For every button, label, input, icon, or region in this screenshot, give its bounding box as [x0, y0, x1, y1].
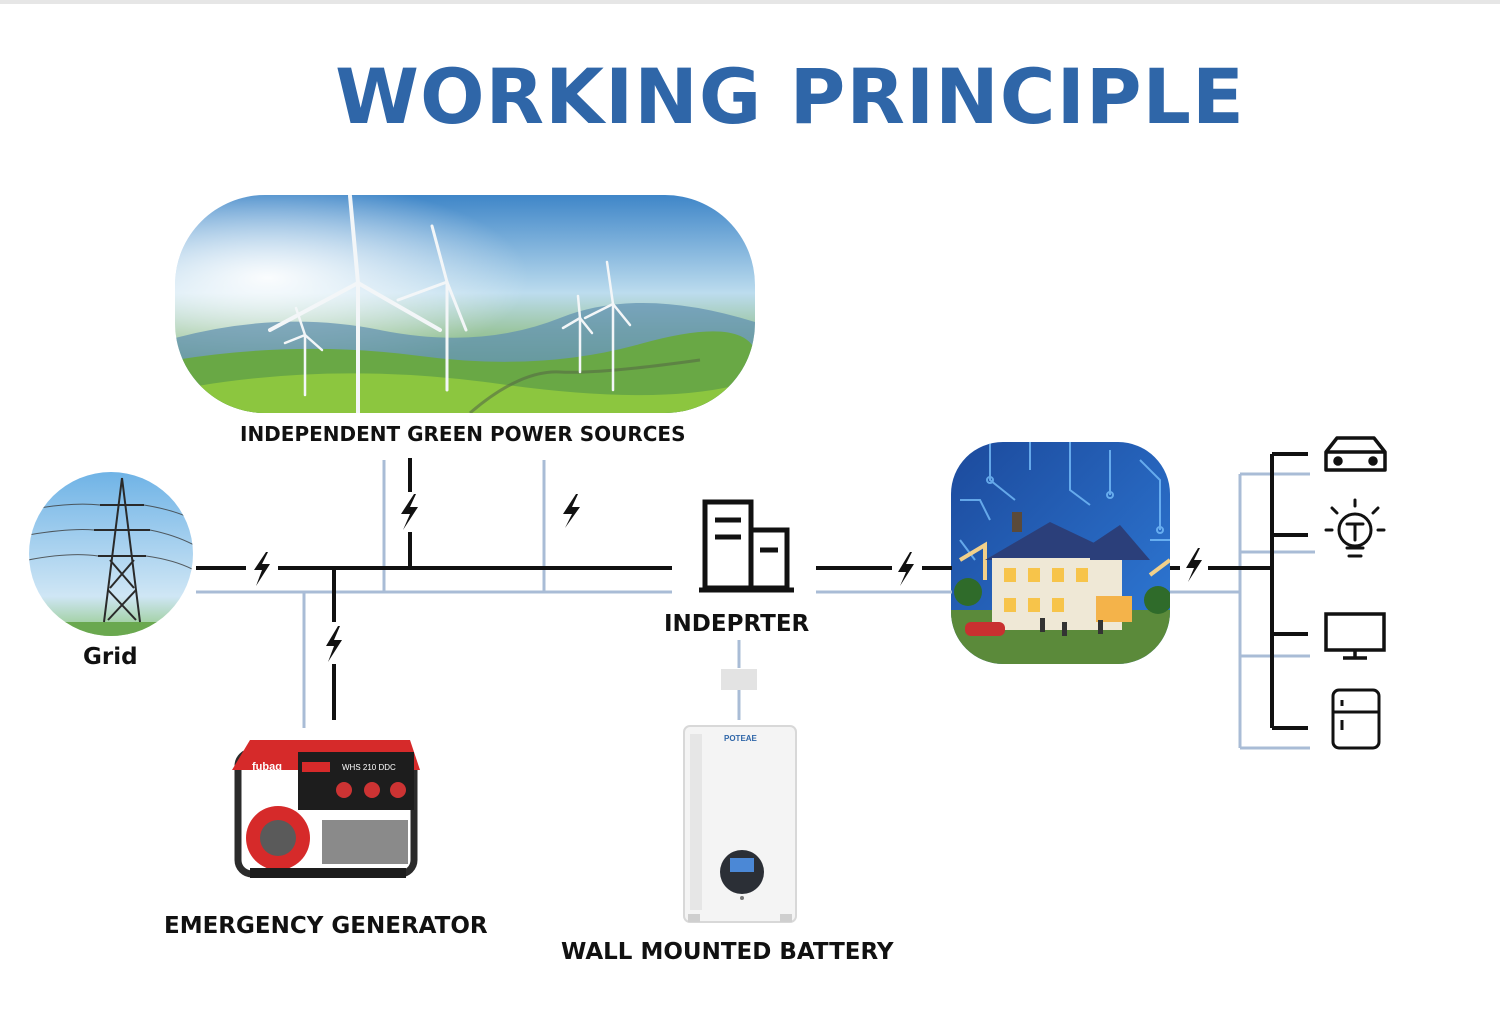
top-divider [0, 0, 1500, 4]
lightning-icon [401, 494, 418, 530]
lightning-icon [563, 494, 580, 528]
lightning-bolts [254, 494, 1202, 662]
smart-house-image [951, 442, 1170, 664]
monitor-icon [1324, 612, 1386, 660]
inverter-label: INDEPRTER [664, 611, 810, 637]
inverter-icon [699, 499, 794, 593]
lightning-icon [898, 552, 914, 586]
fridge-icon [1331, 688, 1381, 750]
generator-brand: fubag [252, 761, 282, 773]
battery-image: POTEAE [683, 725, 797, 923]
power-lines [196, 452, 1308, 730]
lightning-icon [254, 552, 270, 586]
green-power-image [175, 195, 755, 413]
generator-label: EMERGENCY GENERATOR [164, 913, 488, 939]
page-title: WORKING PRINCIPLE [335, 52, 1245, 141]
light-bulb-icon [1324, 498, 1386, 558]
battery-brand: POTEAE [724, 734, 758, 743]
grid-image [29, 472, 193, 636]
data-lines [196, 460, 1315, 750]
grid-label: Grid [83, 644, 138, 670]
battery-label: WALL MOUNTED BATTERY [561, 939, 894, 965]
green-sources-label: INDEPENDENT GREEN POWER SOURCES [240, 422, 686, 446]
generator-image: fubag WHS 210 DDC [232, 740, 420, 878]
generator-model: WHS 210 DDC [342, 763, 396, 772]
lightning-icon [326, 626, 342, 662]
battery-connector [721, 669, 757, 690]
car-icon [1324, 436, 1387, 472]
lightning-icon [1186, 548, 1202, 582]
